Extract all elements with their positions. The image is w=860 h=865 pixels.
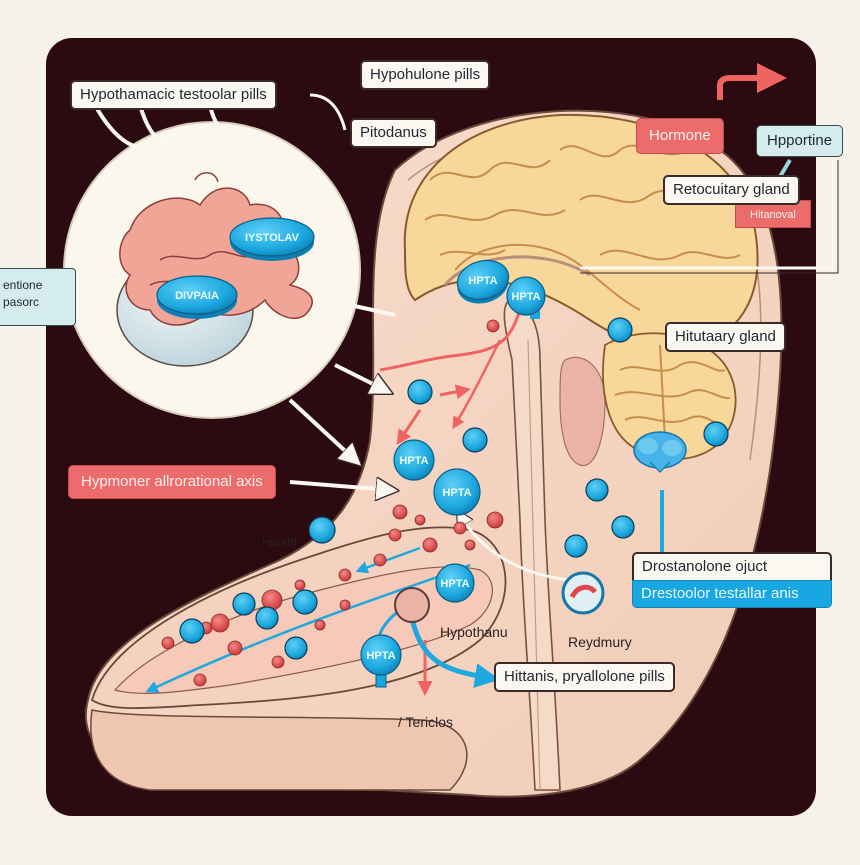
molecule-dots [179, 317, 729, 660]
red-vessel [379, 309, 522, 372]
white-curved-arrow [460, 515, 571, 582]
side-tab-line-1: entione [3, 278, 43, 292]
red-arrow [396, 409, 422, 445]
blue-flow-arrow [355, 546, 421, 574]
connector-right [580, 160, 835, 270]
molecule-dot [284, 636, 308, 660]
molecule-dot [255, 606, 279, 630]
pill-imprint: HPTA [440, 578, 469, 590]
label-axis: Hypmoner allrorational axis [68, 465, 276, 499]
brain-pill-2: HPTA [506, 276, 546, 319]
hormone-dot [373, 553, 387, 567]
pill-imprint: IYSTOLAV [245, 232, 300, 244]
label-hitutaary-gland: Hitutaary gland [665, 322, 786, 352]
corpus-callosum [443, 255, 591, 286]
hormone-dots [161, 319, 504, 687]
side-tab-line-2: pasorc [3, 295, 40, 309]
inset-pointer-lines [93, 104, 396, 460]
pill-imprint: DIVPAIA [175, 290, 219, 302]
hormone-dot [271, 655, 285, 669]
connector [309, 93, 347, 131]
brain-pill-1: HPTA [456, 259, 510, 304]
pill-imprint: HPTA [366, 650, 395, 662]
lower-pill-1: HPTA [435, 563, 475, 603]
inset-pill-1: IYSTOLAV [229, 217, 315, 261]
hormone-dot [464, 539, 476, 551]
label-pitodanus: Pitodanus [350, 118, 437, 148]
hormone-dot [486, 319, 500, 333]
hormone-dot [422, 537, 438, 553]
target-cell [561, 571, 605, 615]
hormone-dot [193, 673, 207, 687]
blue-curved-arrow [407, 609, 500, 688]
pink-structure [559, 356, 606, 467]
pill-imprint: HPTA [399, 455, 428, 467]
molecule-dot [308, 516, 336, 544]
axis-pointer [289, 482, 390, 490]
hormone-dot [388, 528, 402, 542]
label-reydmury: Reydmury [568, 634, 632, 650]
lower-lobe [90, 709, 468, 791]
label-hittanis-pills: Hittanis, pryallolone pills [494, 662, 675, 692]
hormone-dot [314, 619, 326, 631]
hormone-dot [392, 504, 408, 520]
molecule-dot [179, 618, 205, 644]
hormone-dot [414, 514, 426, 526]
hormone-dot [453, 521, 467, 535]
mid-pill-1: HPTA [393, 439, 435, 481]
label-drostanolone-axis: Drestoolor testallar anis [632, 580, 832, 608]
label-hypothamacic-pills: Hypothamacic testoolar pills [70, 80, 277, 110]
label-hypohulone-pills: Hypohulone pills [360, 60, 491, 90]
label-hormone: Hormone [636, 118, 724, 154]
cord-line [527, 339, 541, 791]
molecule-dot [564, 534, 588, 558]
pill-imprint: HPTA [442, 487, 471, 499]
hormone-dot [339, 599, 351, 611]
hormone-dot [161, 636, 175, 650]
lower-pill-2: HPTA [360, 634, 402, 688]
pill-imprint: HPTA [468, 275, 497, 287]
molecule-dot [462, 427, 488, 453]
red-top-arrow [717, 63, 787, 100]
side-tab[interactable]: entione pasorc [0, 268, 76, 326]
molecule-dot [232, 592, 256, 616]
connector-right-outline [580, 160, 839, 274]
label-retocuitary-gland: Retocuitary gland [663, 175, 800, 205]
molecule-dot [611, 515, 635, 539]
pituitary-gland [633, 431, 687, 473]
mid-pill-2: HPTA [433, 468, 481, 516]
brain-gyri [424, 144, 741, 311]
molecule-dot [703, 421, 729, 447]
red-arrow [439, 384, 471, 400]
label-drostanolone-ojuct: Drostanolone ojuct [632, 552, 832, 580]
molecule-dot [607, 317, 633, 343]
label-hypothanu: Hypothanu [440, 624, 508, 640]
molecule-dot [407, 379, 433, 405]
molecule-dot [292, 589, 318, 615]
hormone-dot [294, 579, 306, 591]
hormone-dot [338, 568, 352, 582]
inset-pill-2: DIVPAIA [156, 275, 238, 319]
label-hpportine: Hpportine [756, 125, 844, 157]
hormone-dot [486, 511, 504, 529]
molecule-dot [585, 478, 609, 502]
red-vessel-arrow [452, 339, 502, 430]
label-tericlos: / Tericlos [398, 714, 453, 730]
label-hpoml: Hpoml [262, 535, 297, 549]
hormone-dot [227, 640, 243, 656]
pill-imprint: HPTA [511, 291, 540, 303]
pink-node [394, 587, 430, 623]
hormone-dot [210, 613, 230, 633]
